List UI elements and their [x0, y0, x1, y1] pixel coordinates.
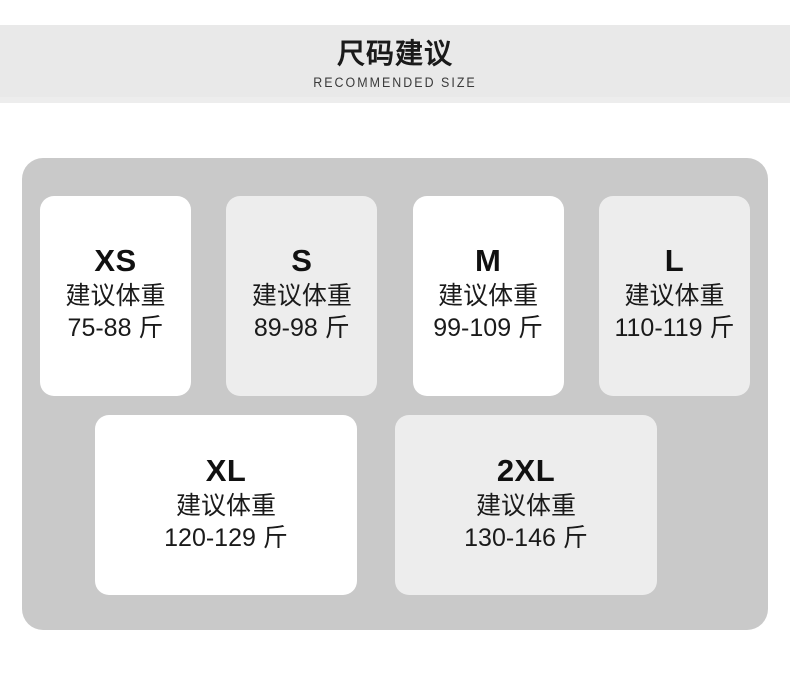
weight-title: 建议体重 — [438, 281, 539, 310]
weight-value: 120-129 斤 — [164, 523, 288, 552]
size-label: XS — [94, 242, 137, 278]
size-row-bottom: XL 建议体重 120-129 斤 2XL 建议体重 130-146 斤 — [95, 415, 657, 595]
size-label: L — [664, 242, 685, 278]
weight-value: 99-109 斤 — [433, 313, 544, 342]
size-card-m[interactable]: M 建议体重 99-109 斤 — [412, 196, 564, 396]
size-card-l[interactable]: L 建议体重 110-119 斤 — [598, 196, 750, 396]
page-header-band: 尺码建议 RECOMMENDED SIZE — [0, 25, 790, 103]
size-card-xl[interactable]: XL 建议体重 120-129 斤 — [95, 415, 357, 595]
weight-title: 建议体重 — [475, 491, 576, 520]
size-label: S — [291, 242, 313, 278]
size-card-2xl[interactable]: 2XL 建议体重 130-146 斤 — [395, 415, 657, 595]
size-label: XL — [205, 452, 247, 488]
page-title: 尺码建议 — [336, 38, 453, 69]
weight-value: 89-98 斤 — [253, 313, 350, 342]
size-label: 2XL — [496, 452, 556, 488]
weight-title: 建议体重 — [251, 281, 352, 310]
weight-title: 建议体重 — [65, 281, 166, 310]
weight-value: 130-146 斤 — [464, 523, 588, 552]
size-card-xs[interactable]: XS 建议体重 75-88 斤 — [40, 196, 191, 396]
weight-value: 110-119 斤 — [614, 313, 735, 342]
weight-title: 建议体重 — [175, 491, 276, 520]
weight-value: 75-88 斤 — [67, 313, 164, 342]
size-row-top: XS 建议体重 75-88 斤 S 建议体重 89-98 斤 M 建议体重 99… — [40, 196, 750, 396]
size-chart-panel: XS 建议体重 75-88 斤 S 建议体重 89-98 斤 M 建议体重 99… — [22, 158, 768, 630]
size-label: M — [474, 242, 502, 278]
weight-title: 建议体重 — [624, 281, 725, 310]
size-card-s[interactable]: S 建议体重 89-98 斤 — [226, 196, 378, 396]
page-subtitle: RECOMMENDED SIZE — [313, 75, 477, 90]
page-header-content: 尺码建议 RECOMMENDED SIZE — [0, 25, 790, 91]
